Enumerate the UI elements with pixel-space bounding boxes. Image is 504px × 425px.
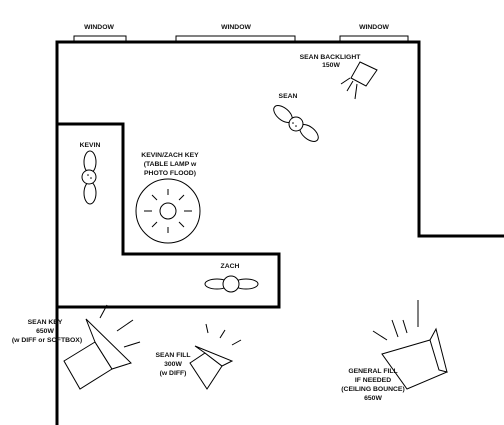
window-label: WINDOW <box>359 24 389 31</box>
sean-key-light: SEAN KEY 650W (w DIFF or SOFTBOX) <box>12 304 141 390</box>
sean-backlight-watt: 150W <box>322 62 340 69</box>
sean-label: SEAN <box>279 93 298 100</box>
sean-figure: SEAN <box>273 93 319 142</box>
general-fill-label: GENERAL FILL <box>348 368 397 375</box>
key-table-lamp: KEVIN/ZACH KEY (TABLE LAMP w PHOTO FLOOD… <box>135 152 201 244</box>
sean-fill-light: SEAN FILL 300W (w DIFF) <box>155 323 242 390</box>
kevin-figure: KEVIN <box>80 142 101 205</box>
sean-key-note: (w DIFF or SOFTBOX) <box>12 337 82 344</box>
window-center: WINDOW <box>175 24 296 43</box>
sean-fill-note: (w DIFF) <box>160 370 187 377</box>
sean-fill-watt: 300W <box>164 361 182 368</box>
key-lamp-detail: (TABLE LAMP w <box>144 161 197 168</box>
general-fill-note: (CEILING BOUNCE) <box>341 386 404 393</box>
sean-backlight-label: SEAN BACKLIGHT <box>300 54 362 61</box>
sean-key-watt: 650W <box>36 328 54 335</box>
window-left: WINDOW <box>73 24 127 43</box>
sean-key-label: SEAN KEY <box>28 319 63 326</box>
key-lamp-detail: PHOTO FLOOD) <box>144 170 196 177</box>
zach-label: ZACH <box>221 263 240 270</box>
general-fill-note: IF NEEDED <box>355 377 391 384</box>
window-label: WINDOW <box>84 24 114 31</box>
general-fill-watt: 650W <box>364 395 382 402</box>
general-fill-light: GENERAL FILL IF NEEDED (CEILING BOUNCE) … <box>341 300 448 402</box>
zach-figure: ZACH <box>204 263 259 293</box>
kevin-label: KEVIN <box>80 142 101 149</box>
window-label: WINDOW <box>221 24 251 31</box>
key-lamp-title: KEVIN/ZACH KEY <box>141 152 199 159</box>
sean-backlight: SEAN BACKLIGHT 150W <box>300 54 378 100</box>
window-right: WINDOW <box>339 24 409 43</box>
sean-fill-label: SEAN FILL <box>155 352 190 359</box>
